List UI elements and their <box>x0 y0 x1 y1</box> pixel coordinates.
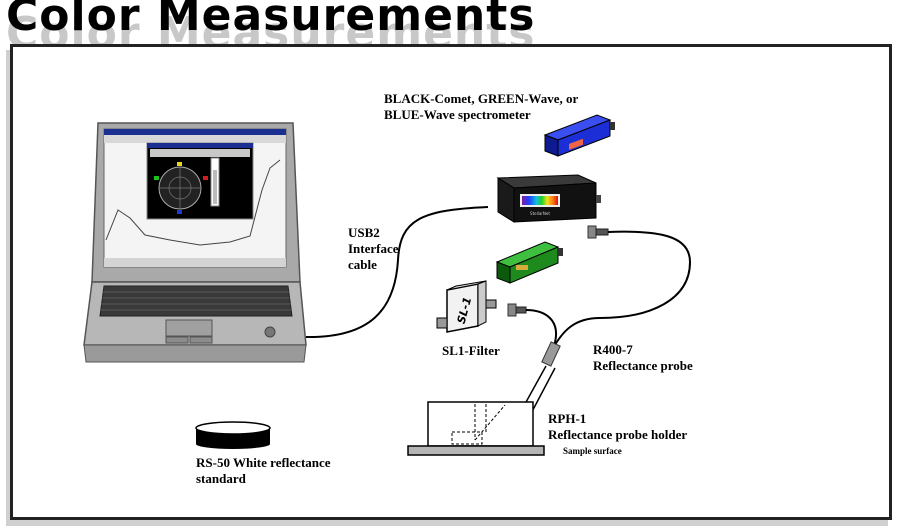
usb-cable <box>305 206 489 339</box>
sl1-filter-device: SL-1 <box>436 280 497 333</box>
page-title: Color Measurements <box>6 0 536 41</box>
svg-text:StellarNet: StellarNet <box>530 211 550 216</box>
rph1-probe-holder <box>427 401 534 447</box>
sl1-filter-label: SL1-Filter <box>442 343 500 358</box>
laptop <box>83 122 307 363</box>
spectrometer-label: BLACK-Comet, GREEN-Wave, or BLUE-Wave sp… <box>384 91 579 122</box>
green-spectrometer <box>495 241 563 284</box>
sample-surface <box>407 445 545 456</box>
rph1-label: RPH-1 Reflectance probe holder <box>548 411 688 442</box>
usb-cable-label: USB2 Interface cable <box>348 225 399 272</box>
sample-surface-label: Sample surface <box>563 446 622 456</box>
rs50-standard <box>195 421 271 449</box>
rs50-label: RS-50 White reflectance standard <box>196 455 331 486</box>
r400-probe-label: R400-7 Reflectance probe <box>593 342 693 373</box>
fiber-connector-sl1 <box>507 303 527 317</box>
fiber-connector-top <box>587 225 609 239</box>
blue-spectrometer <box>543 114 615 157</box>
black-spectrometer: StellarNet <box>496 174 601 223</box>
r400-probe-fiber <box>551 230 692 351</box>
